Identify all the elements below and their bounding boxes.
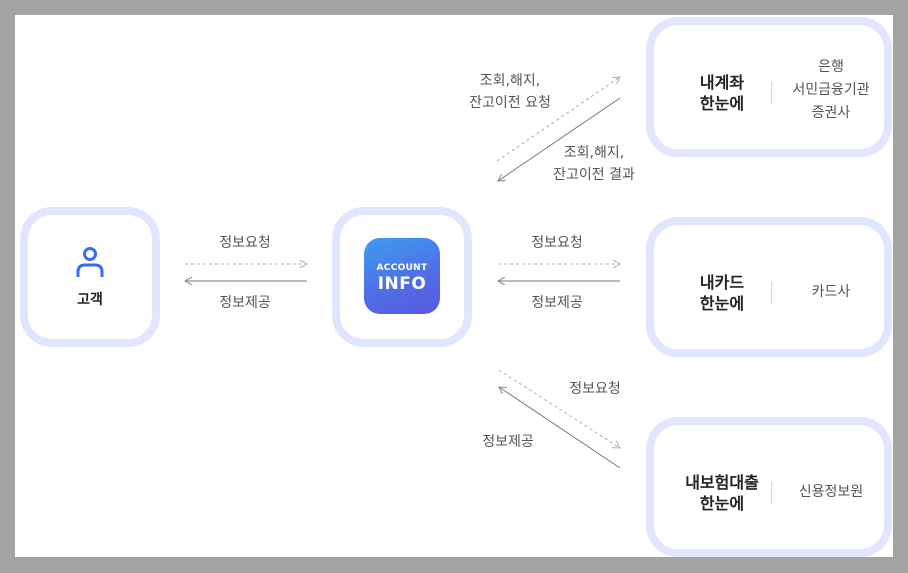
customer-provide-label: 정보제공: [219, 295, 271, 311]
account-info-app-icon: ACCOUNT INFO: [364, 238, 440, 314]
customer-node: 고객: [20, 207, 160, 347]
institution-microfinance: 서민금융기관: [792, 82, 870, 98]
account-result-label-line1: 조회,해지,: [563, 145, 625, 161]
diagram-canvas: 고객 ACCOUNT INFO 내계좌 한눈에 은행 서민금융기관 증권사 내카…: [15, 15, 893, 557]
institution-securities: 증권사: [811, 105, 851, 121]
app-icon-line2: INFO: [377, 274, 427, 294]
account-request-label-line2: 잔고이전 요청: [469, 95, 551, 111]
service-account-title-line1: 내계좌: [699, 73, 745, 92]
insurance-provide-label: 정보제공: [482, 434, 534, 450]
institution-card-company: 카드사: [811, 284, 851, 300]
card-provide-label: 정보제공: [531, 295, 583, 311]
card-request-label: 정보요청: [531, 235, 583, 251]
person-icon: [76, 247, 104, 277]
account-request-label-line1: 조회,해지,: [479, 73, 541, 89]
service-card-card: 내카드 한눈에 카드사: [646, 217, 892, 357]
insurance-request-label: 정보요청: [569, 381, 621, 397]
institution-bank: 은행: [818, 59, 844, 75]
service-insurance-title-line1: 내보험대출: [685, 473, 759, 492]
divider: [771, 282, 772, 304]
institution-credit-info: 신용정보원: [798, 484, 864, 500]
customer-label: 고객: [77, 292, 103, 308]
service-card-title-line2: 한눈에: [699, 294, 745, 313]
insurance-provide-arrow: [499, 387, 621, 469]
customer-request-label: 정보요청: [219, 235, 271, 251]
service-account-card: 내계좌 한눈에 은행 서민금융기관 증권사: [646, 17, 892, 157]
service-insurance-card: 내보험대출 한눈에 신용정보원: [646, 417, 892, 557]
service-card-title-line1: 내카드: [699, 273, 745, 292]
service-insurance-title-line2: 한눈에: [699, 494, 745, 513]
divider: [771, 82, 772, 104]
account-result-label-line2: 잔고이전 결과: [553, 167, 635, 183]
account-info-node: ACCOUNT INFO: [332, 207, 472, 347]
divider: [771, 482, 772, 504]
flow-arrows: [15, 15, 893, 469]
account-request-arrow: [496, 77, 620, 162]
account-result-arrow: [498, 97, 621, 181]
app-icon-line1: ACCOUNT: [376, 263, 428, 273]
service-account-title-line2: 한눈에: [699, 94, 745, 113]
